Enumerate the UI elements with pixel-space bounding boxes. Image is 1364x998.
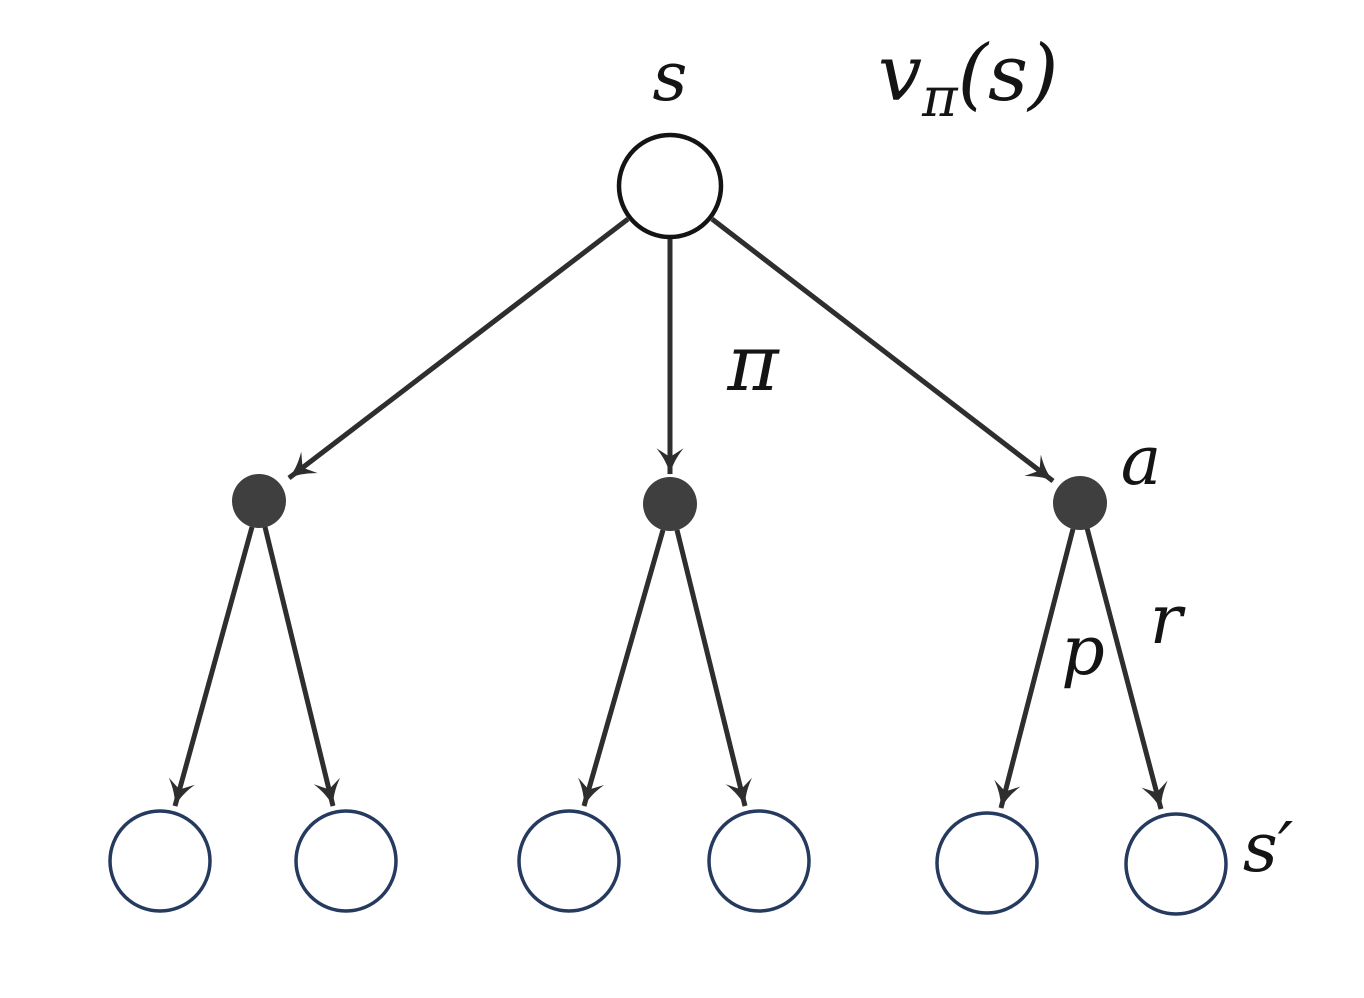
probability-label: p bbox=[1061, 612, 1105, 691]
next-state-node-1 bbox=[108, 809, 212, 913]
next-state-node-3 bbox=[517, 809, 621, 913]
edge-action-left-to-state-1 bbox=[168, 526, 255, 807]
diagram-labels: s vπ(s) π a p r s′ bbox=[653, 29, 1294, 888]
edge-action-middle-to-state-3 bbox=[578, 529, 666, 807]
action-label: a bbox=[1121, 422, 1162, 501]
next-state-nodes bbox=[108, 809, 1228, 916]
value-function-label: vπ(s) bbox=[878, 29, 1058, 129]
next-state-node-4 bbox=[707, 809, 811, 913]
action-node-middle bbox=[643, 477, 697, 531]
policy-edges bbox=[287, 217, 1055, 483]
root-state-label: s bbox=[653, 38, 688, 117]
policy-label: π bbox=[726, 319, 780, 409]
next-state-label: s′ bbox=[1243, 809, 1294, 888]
transition-edges bbox=[168, 526, 1168, 810]
edge-action-left-to-state-2 bbox=[262, 526, 341, 807]
next-state-node-5 bbox=[935, 811, 1039, 915]
action-node-right bbox=[1053, 476, 1107, 530]
edge-action-right-to-state-6 bbox=[1084, 527, 1168, 810]
reward-label: r bbox=[1150, 581, 1186, 660]
edge-root-to-action-right bbox=[710, 217, 1055, 483]
edge-action-middle-to-state-4 bbox=[674, 529, 752, 807]
next-state-node-6 bbox=[1124, 812, 1228, 916]
value-function-base: v bbox=[878, 29, 922, 119]
edge-action-right-to-state-5 bbox=[994, 528, 1076, 809]
next-state-node-2 bbox=[294, 809, 398, 913]
value-function-args: (s) bbox=[958, 29, 1059, 119]
edge-root-to-action-left bbox=[287, 217, 630, 480]
root-state-node bbox=[616, 132, 724, 240]
value-function-subscript: π bbox=[921, 66, 959, 129]
action-nodes bbox=[232, 474, 1107, 531]
action-node-left bbox=[232, 474, 286, 528]
